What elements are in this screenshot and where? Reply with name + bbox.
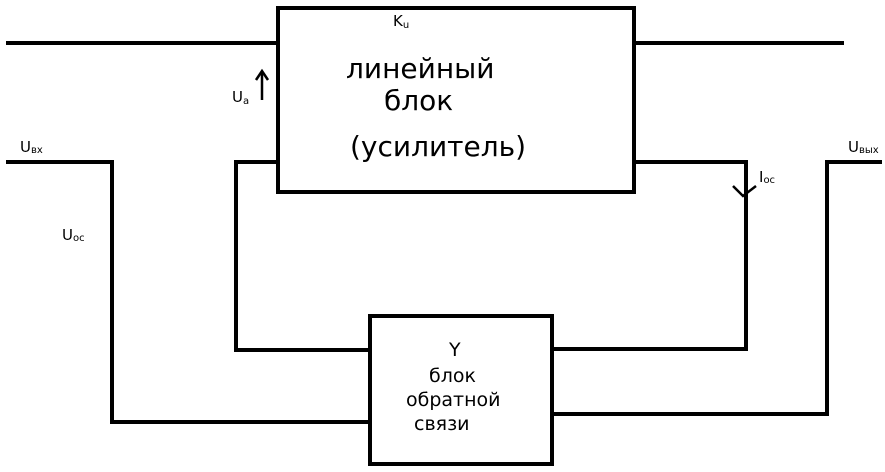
amplifier-left-loop-wire bbox=[234, 160, 372, 352]
amplifier-input-voltage-label: Ua bbox=[232, 88, 249, 107]
feedback-voltage-label: Uос bbox=[62, 226, 85, 244]
feedback-title-line1: блок bbox=[429, 365, 476, 387]
feedback-title-line2: обратной bbox=[406, 389, 501, 411]
feedback-block bbox=[368, 314, 554, 466]
amplifier-title-line1: линейный bbox=[346, 52, 494, 85]
feedback-current-label: Iос bbox=[759, 168, 775, 186]
ua-arrow-head bbox=[254, 68, 270, 81]
output-voltage-label: Uвых bbox=[848, 138, 879, 156]
output-wire bbox=[550, 160, 882, 416]
amplifier-title-line3: (усилитель) bbox=[350, 130, 526, 163]
amplifier-gain-label: Ku bbox=[393, 12, 409, 31]
ioc-current-mark bbox=[732, 185, 757, 198]
amplifier-right-loop-wire bbox=[550, 160, 748, 351]
amplifier-title-line2: блок bbox=[384, 84, 453, 117]
input-voltage-label: Uвх bbox=[20, 138, 43, 156]
feedback-admittance-label: Y bbox=[448, 339, 461, 361]
amplifier-block bbox=[276, 6, 636, 194]
input-wire bbox=[6, 160, 372, 424]
feedback-title-line3: связи bbox=[414, 413, 470, 435]
